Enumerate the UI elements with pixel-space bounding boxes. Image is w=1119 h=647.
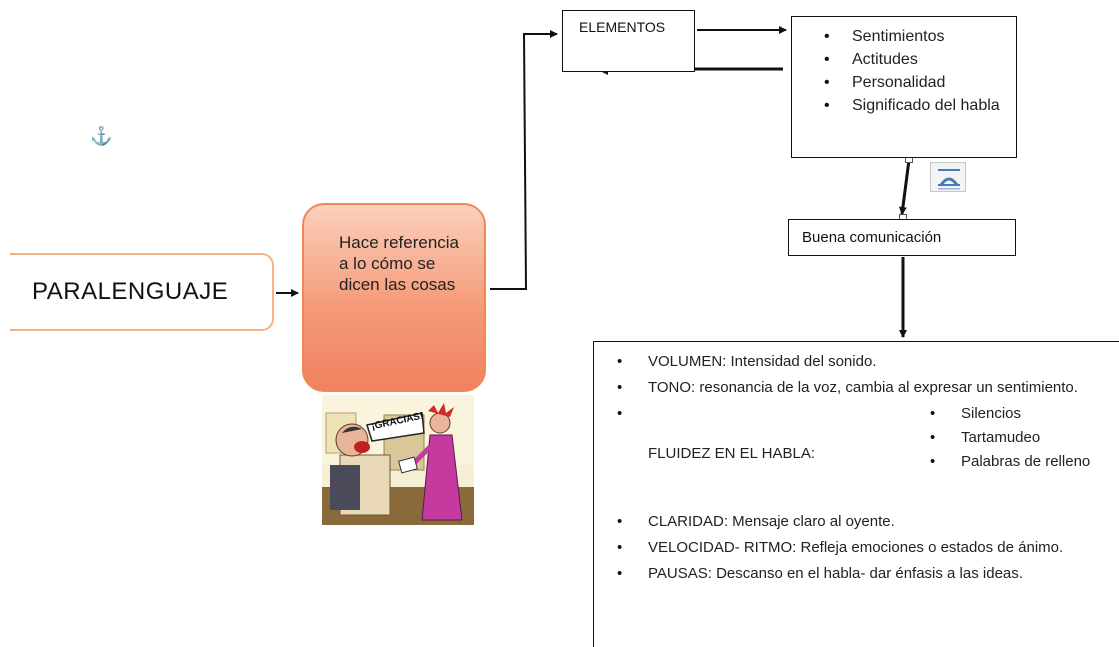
list-item: Significado del habla — [824, 94, 1012, 117]
elements-label: ELEMENTOS — [579, 19, 666, 35]
fluency-label: FLUIDEZ EN EL HABLA: — [648, 445, 815, 462]
cartoon-illustration: ¡GRACIAS! — [322, 395, 474, 525]
arrow-definition-to-elements — [490, 30, 558, 290]
definition-text: Hace referencia a lo cómo se dicen las c… — [339, 233, 460, 294]
text-wrap-icon[interactable] — [930, 162, 966, 192]
elements-list-box: Sentimientos Actitudes Personalidad Sign… — [791, 16, 1017, 158]
list-item: Personalidad — [824, 71, 1012, 94]
definition-box: Hace referencia a lo cómo se dicen las c… — [302, 203, 486, 392]
result-label: Buena comunicación — [802, 229, 942, 246]
result-box: Buena comunicación — [788, 219, 1016, 256]
arrow-list-to-result — [898, 159, 911, 215]
list-item: VELOCIDAD- RITMO: Refleja emociones o es… — [617, 537, 1114, 559]
anchor-icon: ⚓ — [90, 126, 113, 146]
main-concept-label: PARALENGUAJE — [32, 278, 229, 305]
list-item: PAUSAS: Descanso en el habla- dar énfasi… — [617, 563, 1114, 585]
features-box: VOLUMEN: Intensidad del sonido. TONO: re… — [593, 341, 1119, 647]
list-item: Palabras de relleno — [930, 451, 1111, 473]
list-item: Sentimientos — [824, 25, 1012, 48]
elements-list: Sentimientos Actitudes Personalidad Sign… — [824, 25, 1012, 117]
list-item: CLARIDAD: Mensaje claro al oyente. — [617, 511, 1114, 533]
list-item: Silencios — [930, 403, 1111, 425]
list-item: TONO: resonancia de la voz, cambia al ex… — [617, 377, 1114, 399]
list-item: Actitudes — [824, 48, 1012, 71]
list-item: VOLUMEN: Intensidad del sonido. — [617, 351, 1114, 373]
fluency-sublist: Silencios Tartamudeo Palabras de relleno — [930, 403, 1111, 475]
elements-box: ELEMENTOS — [562, 10, 695, 72]
main-concept-box: PARALENGUAJE — [10, 253, 274, 331]
features-list: VOLUMEN: Intensidad del sonido. TONO: re… — [617, 351, 1114, 589]
fluency-item: FLUIDEZ EN EL HABLA: Silencios Tartamude… — [617, 403, 1114, 507]
list-item: Tartamudeo — [930, 427, 1111, 449]
